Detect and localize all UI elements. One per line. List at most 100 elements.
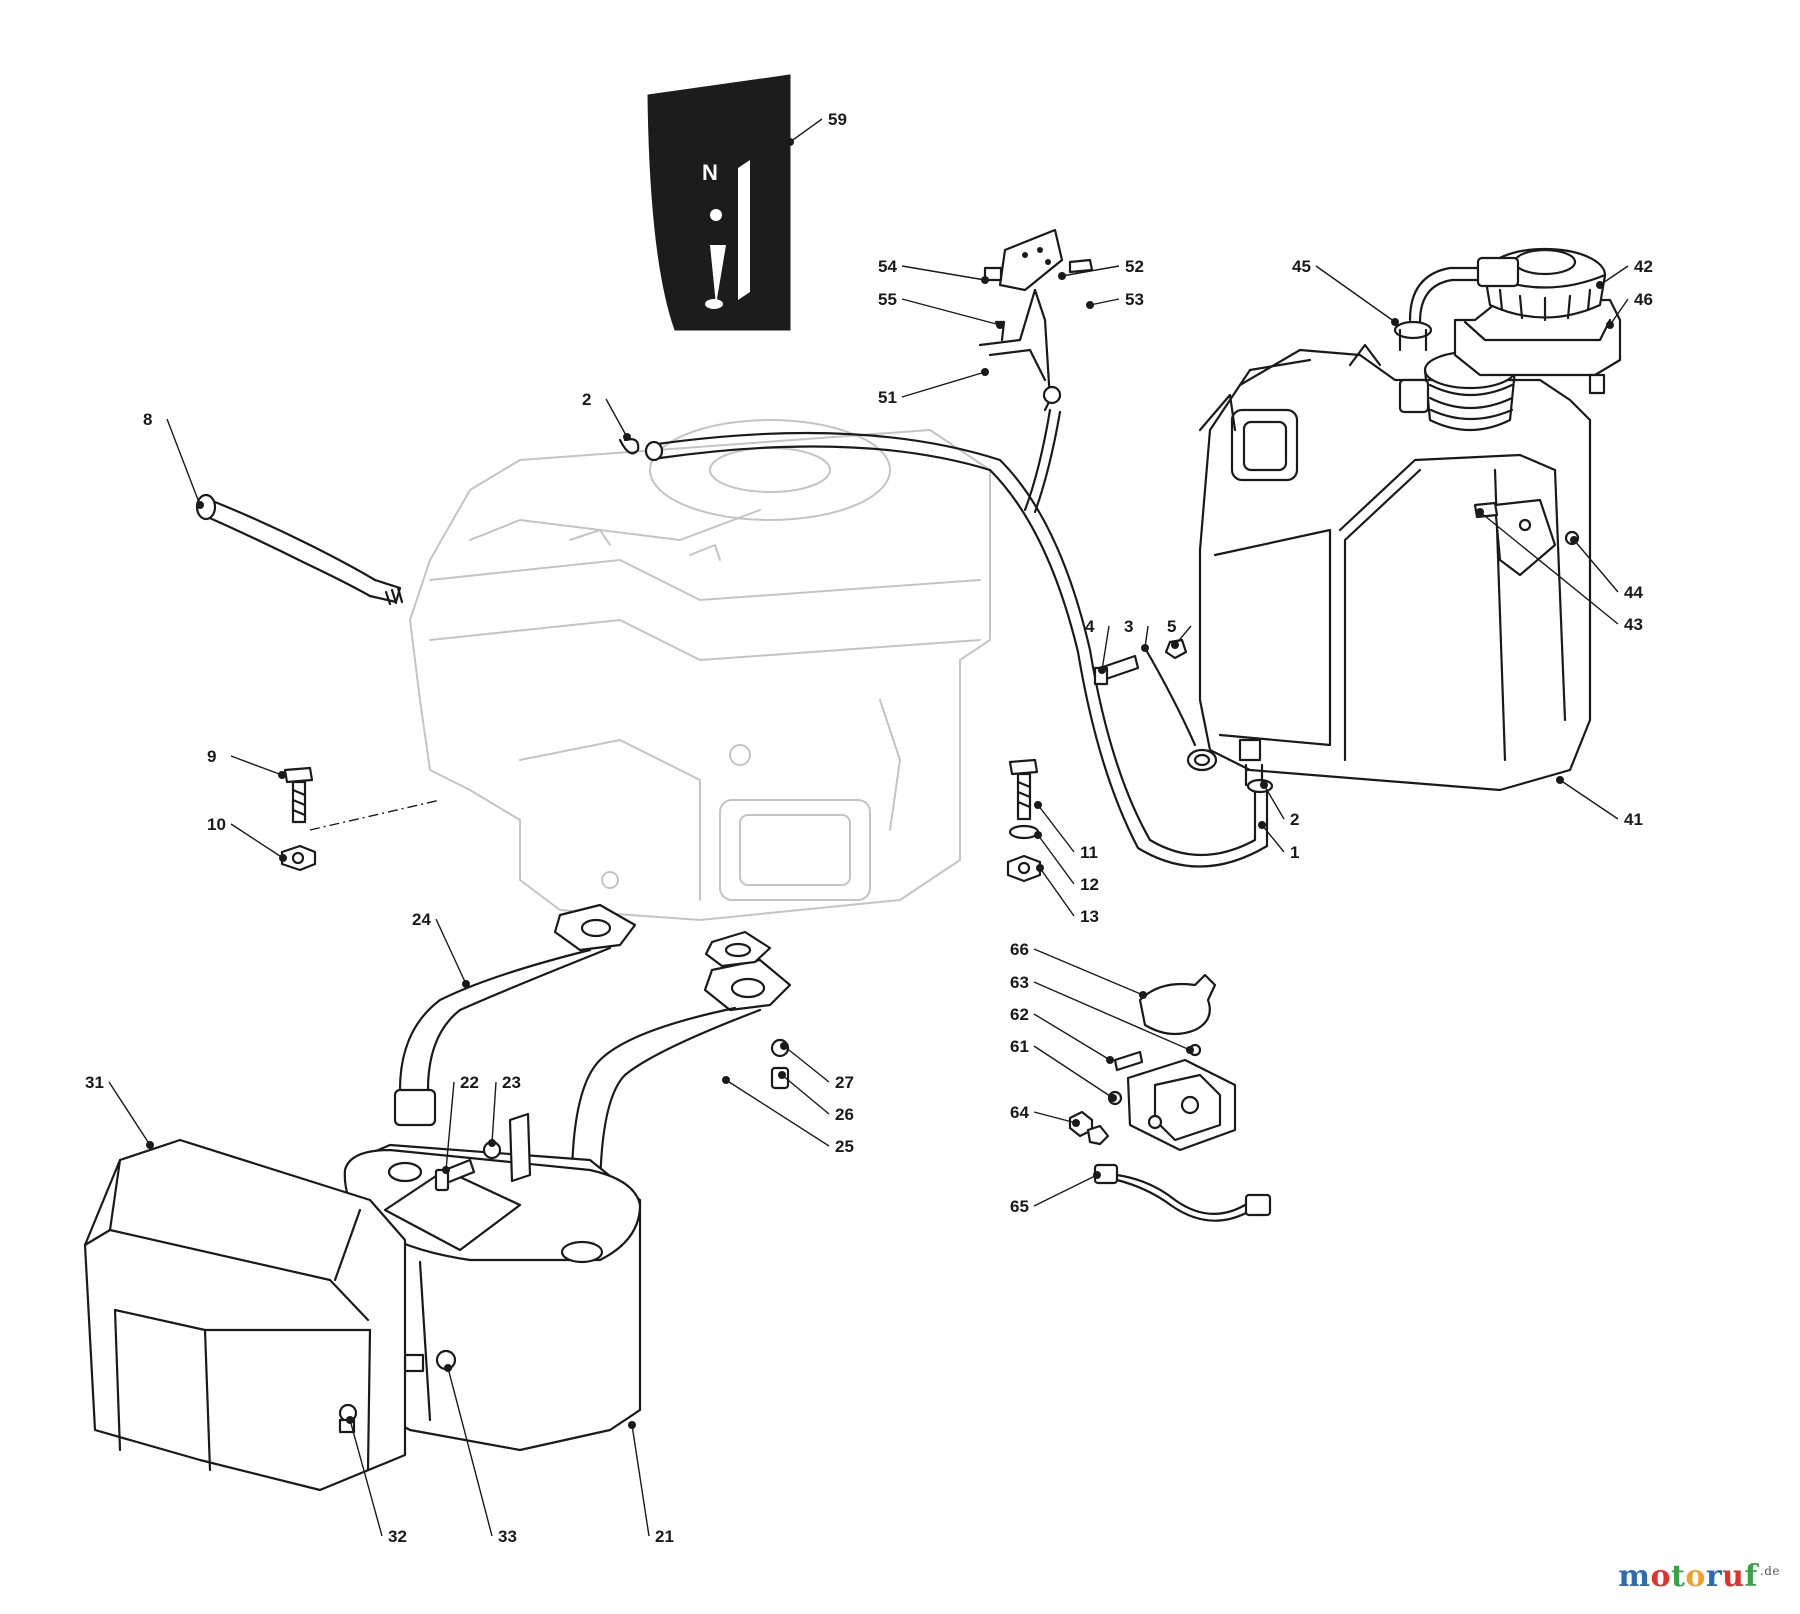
leader-dot-22 bbox=[442, 1166, 450, 1174]
watermark-letter: f bbox=[1744, 1559, 1758, 1594]
callout-61: 61 bbox=[1010, 1037, 1029, 1056]
turtle-icon bbox=[705, 299, 723, 309]
callout-10: 10 bbox=[207, 815, 226, 834]
callout-2b: 2 bbox=[1290, 810, 1299, 829]
leader-dot-25 bbox=[722, 1076, 730, 1084]
leader-line-66 bbox=[1033, 948, 1144, 996]
callout-54: 54 bbox=[878, 257, 897, 276]
watermark-letter: m bbox=[1618, 1559, 1651, 1594]
leader-line-27 bbox=[783, 1045, 830, 1083]
leader-line-1 bbox=[1261, 824, 1285, 853]
leader-line-12 bbox=[1037, 834, 1075, 885]
leader-line-11 bbox=[1037, 804, 1075, 853]
leader-line-5 bbox=[1174, 625, 1192, 646]
callout-46: 46 bbox=[1634, 290, 1653, 309]
leader-line-41 bbox=[1559, 779, 1619, 820]
leader-line-55 bbox=[901, 298, 1001, 326]
leader-dot-9 bbox=[278, 771, 286, 779]
leader-line-42 bbox=[1599, 265, 1629, 286]
neutral-mark: N bbox=[702, 160, 718, 185]
callout-9: 9 bbox=[207, 747, 216, 766]
leader-line-51 bbox=[901, 371, 986, 398]
heat-shield bbox=[83, 1138, 407, 1492]
callout-24: 24 bbox=[412, 910, 431, 929]
callout-2a: 2 bbox=[582, 390, 591, 409]
watermark-suffix: .de bbox=[1759, 1564, 1780, 1578]
leader-dot-32 bbox=[346, 1416, 354, 1424]
callout-41: 41 bbox=[1624, 810, 1643, 829]
callout-13: 13 bbox=[1080, 907, 1099, 926]
leader-line-2a bbox=[605, 398, 628, 438]
callout-12: 12 bbox=[1080, 875, 1099, 894]
callout-1: 1 bbox=[1290, 843, 1299, 862]
leader-dot-66 bbox=[1139, 991, 1147, 999]
leader-line-4 bbox=[1101, 625, 1110, 671]
leader-dot-46 bbox=[1606, 321, 1614, 329]
mount-leader bbox=[309, 799, 441, 831]
callout-51: 51 bbox=[878, 388, 897, 407]
leader-dot-13 bbox=[1036, 864, 1044, 872]
leader-line-53 bbox=[1089, 298, 1120, 306]
fuel-line bbox=[648, 431, 1257, 856]
callout-27: 27 bbox=[835, 1073, 854, 1092]
callout-31: 31 bbox=[85, 1073, 104, 1092]
leader-dot-31 bbox=[146, 1141, 154, 1149]
mount-bolt-left bbox=[280, 766, 317, 872]
leader-dot-45 bbox=[1391, 318, 1399, 326]
watermark-letter: o bbox=[1685, 1559, 1706, 1594]
leader-dot-42 bbox=[1596, 281, 1604, 289]
callout-4: 4 bbox=[1085, 617, 1095, 636]
callout-55: 55 bbox=[878, 290, 897, 309]
callout-66: 66 bbox=[1010, 940, 1029, 959]
leader-dot-8 bbox=[196, 501, 204, 509]
mount-bolt-right bbox=[1006, 758, 1042, 883]
leader-dot-12 bbox=[1034, 831, 1042, 839]
leader-line-59 bbox=[789, 118, 823, 143]
callout-63: 63 bbox=[1010, 973, 1029, 992]
leader-dot-65 bbox=[1093, 1171, 1101, 1179]
leader-line-44 bbox=[1573, 539, 1619, 593]
watermark-letter: t bbox=[1670, 1559, 1686, 1594]
leader-line-9 bbox=[230, 755, 283, 776]
callout-65: 65 bbox=[1010, 1197, 1029, 1216]
watermark-letter: r bbox=[1705, 1559, 1723, 1594]
fuel-cap bbox=[1453, 247, 1622, 395]
leader-dot-51 bbox=[981, 368, 989, 376]
callout-22: 22 bbox=[460, 1073, 479, 1092]
leader-line-22 bbox=[445, 1081, 455, 1171]
hose-clamp-right bbox=[1246, 778, 1274, 794]
callout-53: 53 bbox=[1125, 290, 1144, 309]
leader-dot-59 bbox=[786, 138, 794, 146]
leader-line-64 bbox=[1033, 1111, 1077, 1124]
leader-line-62 bbox=[1033, 1013, 1111, 1061]
callout-8: 8 bbox=[143, 410, 152, 429]
watermark-letter: o bbox=[1650, 1559, 1671, 1594]
callout-59: 59 bbox=[828, 110, 847, 129]
solenoid-assembly bbox=[1068, 1043, 1237, 1152]
leader-dot-43 bbox=[1476, 508, 1484, 516]
vent-hose bbox=[195, 493, 404, 606]
leader-line-32 bbox=[349, 1419, 383, 1537]
rabbit-icon bbox=[710, 209, 722, 221]
muffler bbox=[343, 1112, 642, 1452]
leader-dot-21 bbox=[628, 1421, 636, 1429]
callout-3: 3 bbox=[1124, 617, 1133, 636]
leader-dot-24 bbox=[462, 980, 470, 988]
callout-44: 44 bbox=[1624, 583, 1643, 602]
leader-dot-41 bbox=[1556, 776, 1564, 784]
callout-45: 45 bbox=[1292, 257, 1311, 276]
leader-dot-5 bbox=[1171, 641, 1179, 649]
callout-32: 32 bbox=[388, 1527, 407, 1546]
leader-dot-62 bbox=[1106, 1056, 1114, 1064]
leader-dot-10 bbox=[279, 854, 287, 862]
leader-line-10 bbox=[230, 823, 284, 859]
leader-line-46 bbox=[1609, 298, 1629, 326]
leader-line-8 bbox=[166, 418, 201, 506]
leader-dot-61 bbox=[1109, 1094, 1117, 1102]
leader-line-24 bbox=[435, 918, 467, 985]
leader-dot-33 bbox=[444, 1364, 452, 1372]
leader-line-26 bbox=[781, 1074, 830, 1115]
callout-52: 52 bbox=[1125, 257, 1144, 276]
leader-line-63 bbox=[1033, 981, 1191, 1051]
